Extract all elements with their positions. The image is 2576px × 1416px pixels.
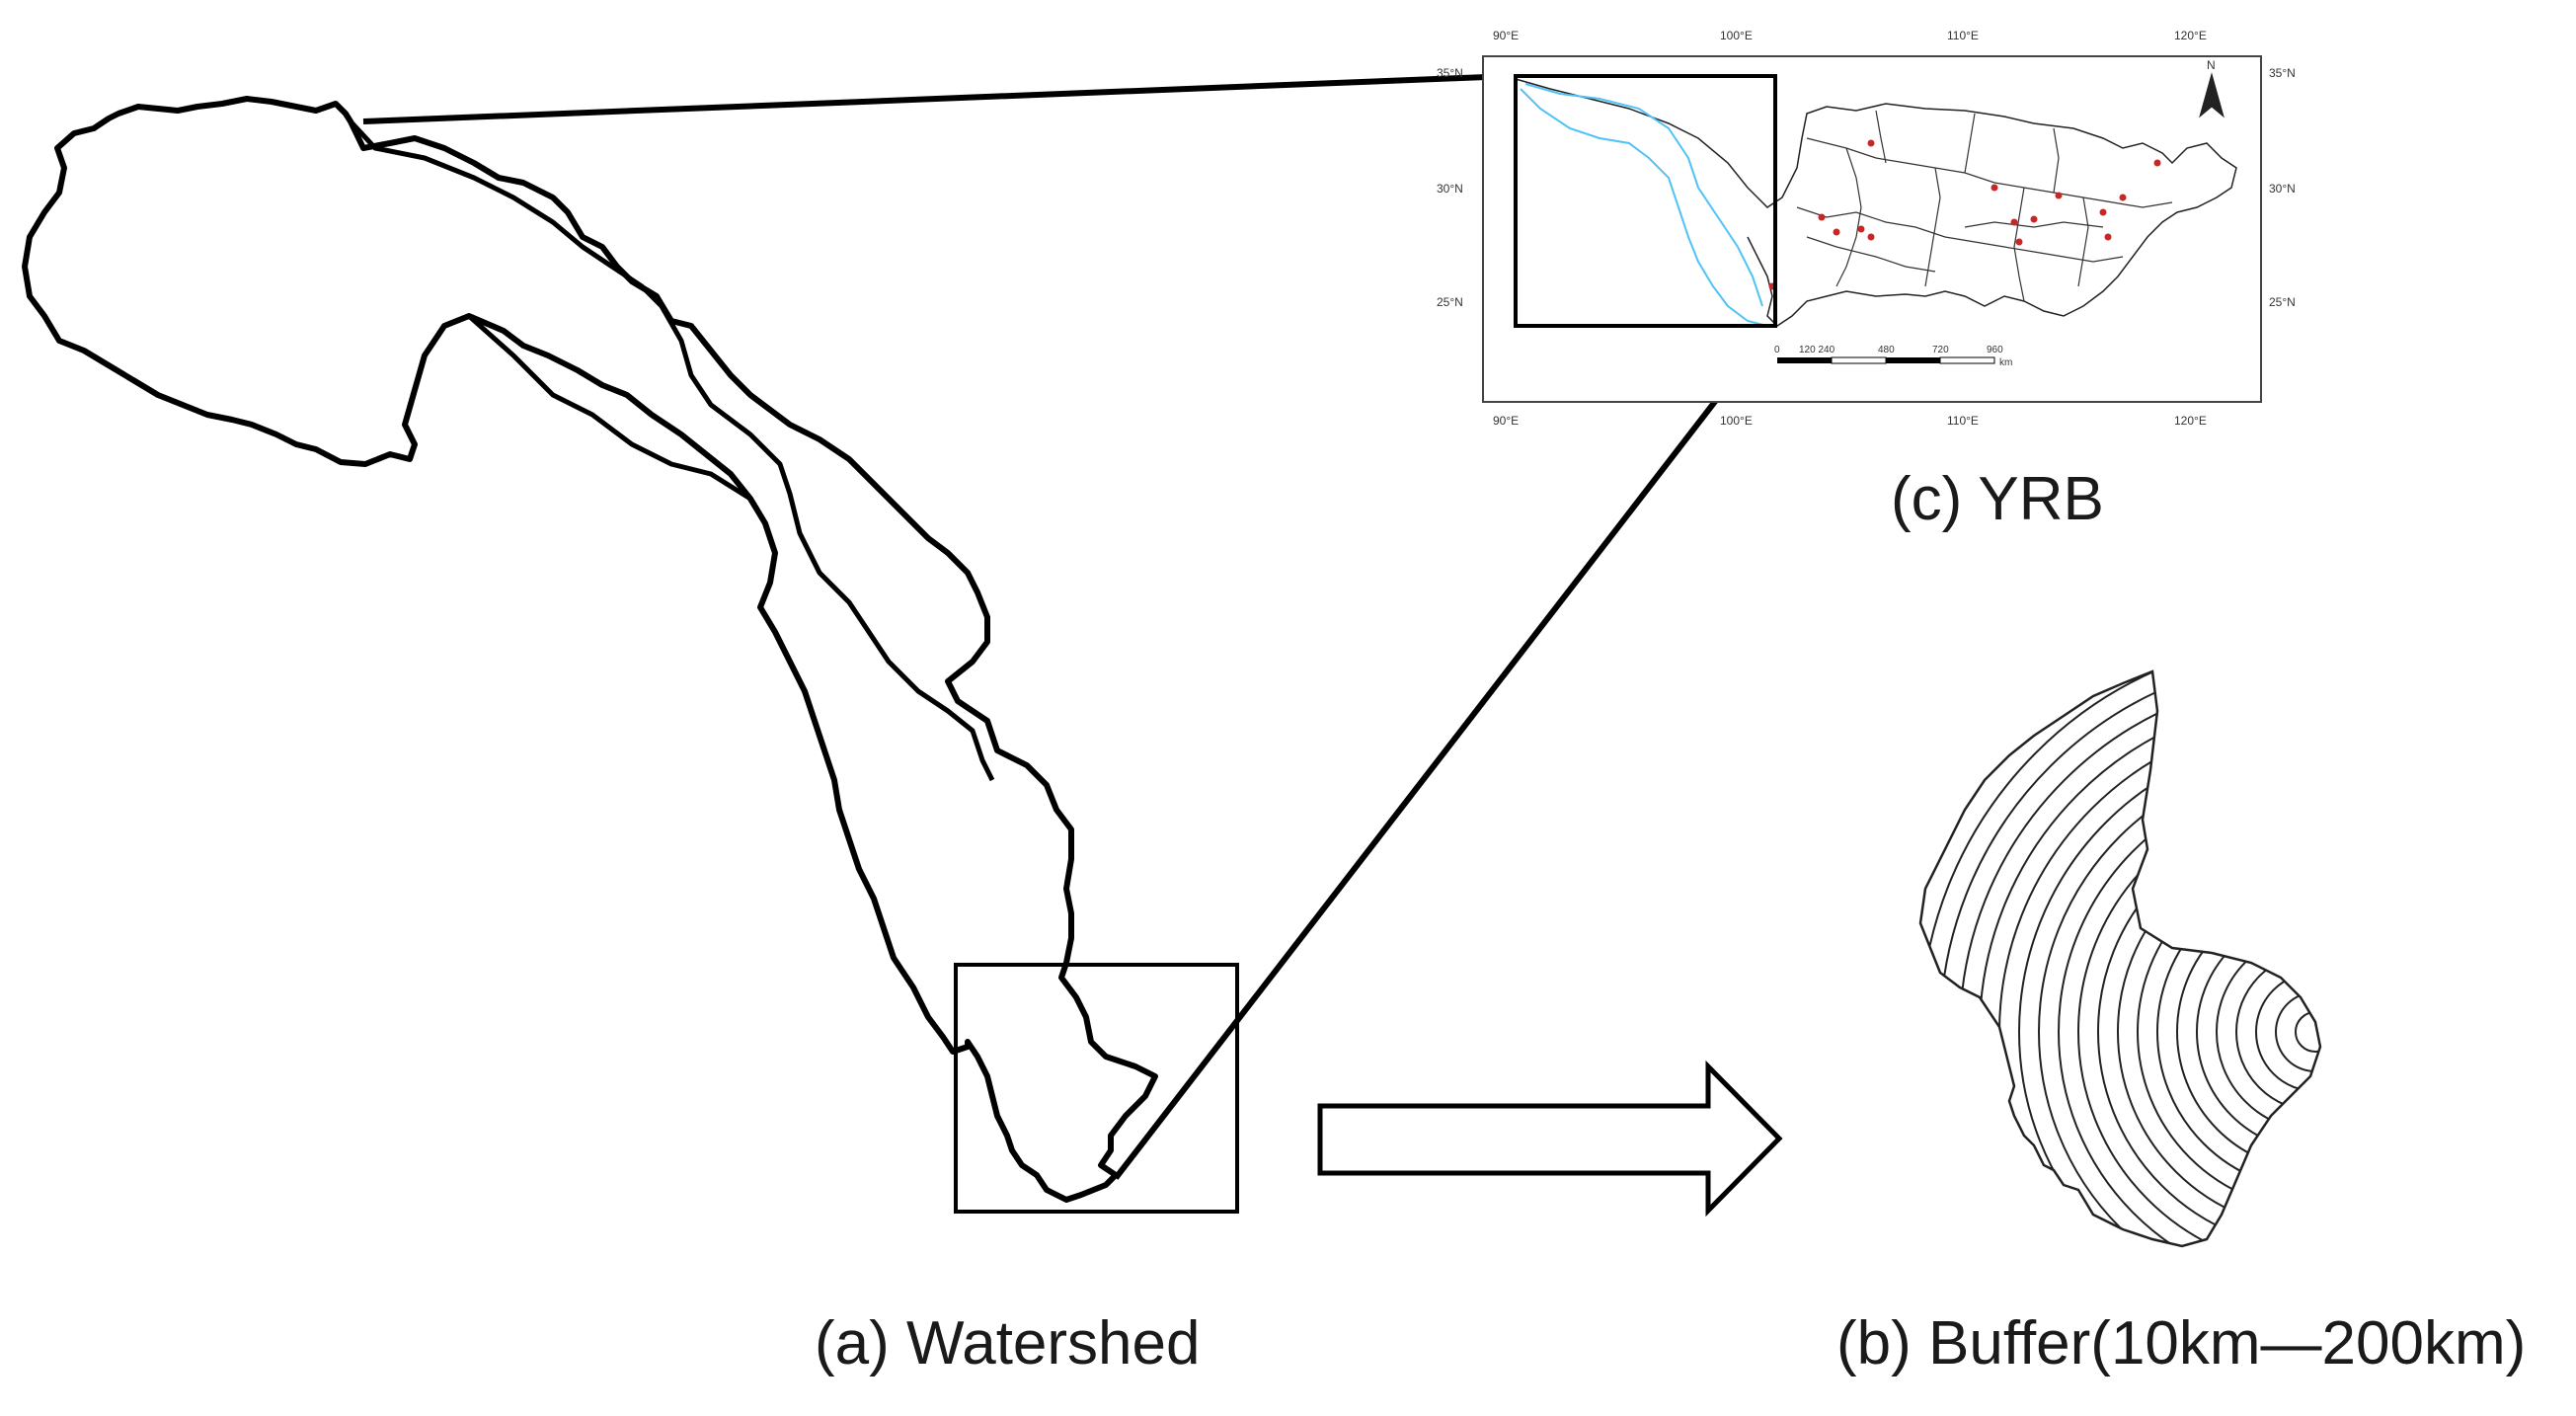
north-label: N	[2207, 58, 2216, 72]
station-dot	[1867, 139, 1875, 147]
station-dot	[2015, 238, 2023, 246]
station-dot	[1991, 184, 1998, 192]
station-dot	[2055, 192, 2063, 199]
lon-label: 110°E	[1947, 414, 1979, 428]
scale-bar: 0 120 240 480 720 960 km	[1774, 345, 2012, 368]
lat-labels-left: 35°N 30°N 25°N	[1437, 66, 1463, 309]
connector-line-top	[362, 73, 1512, 124]
caption-yrb: (c) YRB	[1891, 465, 2104, 533]
scale-unit: km	[1999, 357, 2012, 368]
buffer-rings	[1920, 671, 2320, 1246]
watershed-inner-boundary	[349, 119, 995, 782]
yrb-river	[1520, 88, 1768, 327]
north-arrow: N	[2199, 58, 2225, 118]
north-arrow-icon	[2199, 72, 2225, 118]
station-dot	[1818, 213, 1826, 221]
lat-label: 35°N	[1437, 66, 1463, 80]
lon-label: 100°E	[1720, 414, 1753, 428]
yrb-basin-outline	[1515, 78, 2237, 327]
lat-label: 35°N	[2269, 66, 2296, 80]
yrb-river-upper	[1524, 83, 1763, 307]
lon-label: 90°E	[1493, 29, 1519, 42]
lon-label: 120°E	[2174, 414, 2207, 428]
lat-label: 25°N	[2269, 295, 2296, 309]
lat-label: 30°N	[2269, 182, 2296, 196]
lon-labels-bottom: 90°E 100°E 110°E 120°E	[1493, 414, 2207, 428]
station-dot	[1857, 225, 1865, 233]
station-dot	[1833, 228, 1840, 236]
lon-label: 100°E	[1720, 29, 1753, 42]
buffer-outline	[1918, 669, 2322, 1248]
scale-tick: 120 240	[1799, 345, 1835, 355]
yrb-map-frame	[1482, 55, 2262, 403]
scale-tick: 480	[1878, 345, 1895, 355]
station-dot	[2099, 208, 2107, 216]
watershed-map	[22, 96, 1239, 1214]
station-dot	[2104, 233, 2112, 241]
connector-line-bottom	[1113, 319, 1780, 1180]
watershed-west-lobe	[467, 314, 752, 502]
yrb-map: 90°E 100°E 110°E 120°E 90°E 100°E 110°E …	[1437, 29, 2296, 428]
station-dot	[2153, 159, 2161, 167]
station-dot	[2030, 215, 2038, 223]
station-dot	[2119, 194, 2127, 201]
lon-label: 110°E	[1947, 29, 1979, 42]
station-dot	[1867, 233, 1875, 241]
yrb-subbasin-lines	[1796, 110, 2173, 302]
scale-tick: 0	[1774, 345, 1780, 355]
lon-label: 120°E	[2174, 29, 2207, 42]
outlet-zoom-box	[954, 963, 1239, 1214]
scale-tick: 720	[1932, 345, 1949, 355]
right-arrow-icon	[1317, 1060, 1783, 1218]
lat-label: 25°N	[1437, 295, 1463, 309]
yrb-stations	[1768, 139, 2161, 290]
lat-label: 30°N	[1437, 182, 1463, 196]
lat-labels-right: 35°N 30°N 25°N	[2269, 66, 2296, 309]
scale-tick: 960	[1987, 345, 2003, 355]
buffer-map	[1918, 669, 2322, 1248]
watershed-outer-boundary	[22, 96, 1158, 1203]
inset-highlight-box	[1514, 74, 1777, 328]
caption-watershed: (a) Watershed	[815, 1309, 1201, 1377]
caption-buffer: (b) Buffer(10km—200km)	[1836, 1309, 2527, 1377]
station-dot	[2010, 218, 2018, 226]
lon-labels-top: 90°E 100°E 110°E 120°E	[1493, 29, 2207, 42]
lon-label: 90°E	[1493, 414, 1519, 428]
